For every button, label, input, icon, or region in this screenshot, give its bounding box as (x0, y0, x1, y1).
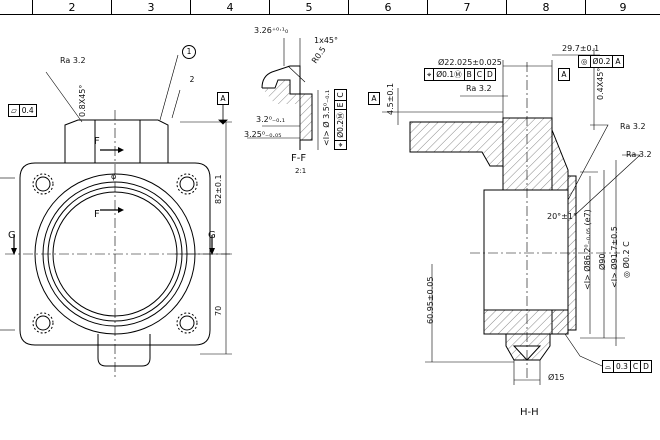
surface-profile-icon: ⌓ (603, 361, 614, 372)
zone-5: 5 (270, 0, 349, 15)
roughness-top-left: Ra 3.2 (60, 56, 86, 65)
datum-a-hh: A (558, 68, 570, 81)
section-f-top: F (94, 136, 100, 147)
hh-dia-86: <Ⅰ> Ø86.2⁰₋₀.₀₅ (e7) (583, 209, 592, 290)
flatness-icon: ▱ (9, 105, 20, 116)
section-g-right: G (208, 230, 216, 241)
hh-dia-90: Ø90 (598, 253, 607, 270)
flatness-value: 0.4 (21, 106, 34, 115)
zone-8: 8 (507, 0, 586, 15)
hh-dia-top: Ø22.025±0.025 (438, 58, 502, 67)
hh-dia-15: Ø15 (548, 373, 565, 382)
position-icon: ⌖ (425, 69, 435, 80)
datum-a-hh-left: A (368, 92, 380, 105)
hh-chamfer: 0.4X45° (596, 67, 605, 100)
hh-dim-297: 29.7±0.1 (562, 44, 600, 53)
hh-concentricity-frame: ◎ Ø0.2 A (578, 55, 624, 68)
hh-dim-6095: 60.95±0.05 (426, 276, 435, 324)
section-g-left: G (8, 230, 16, 241)
concentricity-icon: ◎ (579, 56, 591, 67)
hh-profile-datum-c: C (631, 361, 642, 372)
hh-conc-datum-a: A (615, 57, 621, 66)
flatness-frame: ▱ 0.4 (8, 104, 37, 117)
zone-9: 9 (586, 0, 660, 15)
hh-roughness-3: Ra 3.2 (626, 150, 652, 159)
section-f-bottom: F (94, 209, 100, 220)
ff-scale: 2:1 (295, 167, 307, 175)
hh-profile-datum-d: D (643, 362, 649, 371)
hh-pos-datum-b: B (465, 69, 475, 80)
ff-title: F-F (291, 153, 307, 164)
hh-title: H-H (520, 407, 539, 418)
hh-pos-value: Ø0.1Ⓜ (434, 69, 465, 80)
hh-pos-datum-c: C (475, 69, 485, 80)
hh-position-frame: ⌖ Ø0.1Ⓜ B C D (424, 68, 496, 81)
zone-2: 2 (33, 0, 112, 15)
hh-conc-value: Ø0.2 (591, 56, 614, 67)
balloon-1: 1 (182, 45, 196, 59)
ff-dim-top: 3.26⁺⁰·¹₀ (254, 26, 289, 35)
hh-dia-917: <Ⅰ> Ø91.7±0.5 (610, 226, 619, 288)
zone-3: 3 (112, 0, 191, 15)
zone-4: 4 (191, 0, 270, 15)
hh-profile-value: 0.3 (614, 361, 631, 372)
hh-roughness-2: Ra 3.2 (620, 122, 646, 131)
ff-dim-32: 3.2⁰₋₀.₁ (256, 115, 286, 124)
hh-roughness-1: Ra 3.2 (466, 84, 492, 93)
balloon-2: 2 (186, 74, 198, 86)
zone-6: 6 (349, 0, 428, 15)
hh-profile-frame: ⌓ 0.3 C D (602, 360, 652, 373)
center-mark: φ (111, 172, 117, 181)
ff-chamfer: 1x45° (314, 36, 339, 45)
zone-1 (0, 0, 33, 15)
hh-dim-45: 4.5±0.1 (386, 82, 395, 115)
datum-a-left: A (217, 92, 229, 105)
hh-conc-c: ◎ Ø0.2 C (622, 241, 631, 278)
zone-7: 7 (428, 0, 507, 15)
ff-dim-325: 3.25⁰₋₀.₀₅ (244, 130, 282, 139)
hh-pos-datum-d: D (486, 70, 493, 79)
hh-angle: 20°±1° (547, 212, 577, 221)
